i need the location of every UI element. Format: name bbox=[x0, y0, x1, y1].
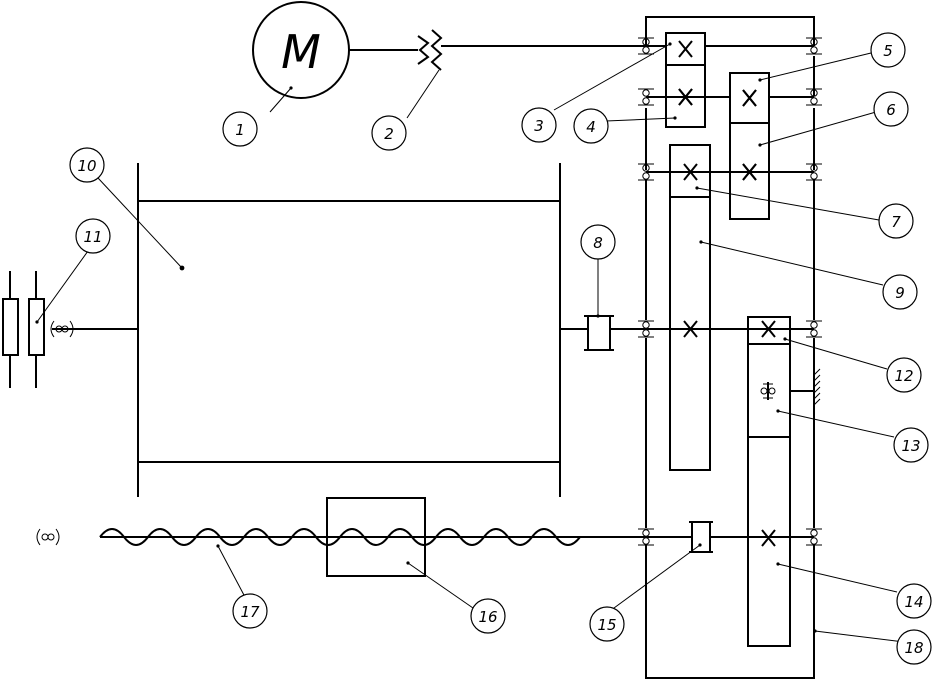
callout-17: 17 bbox=[232, 593, 268, 629]
callout-12: 12 bbox=[886, 357, 922, 393]
bearing-icon bbox=[806, 88, 822, 106]
callout-10: 10 bbox=[69, 147, 105, 183]
coupling-8 bbox=[584, 315, 614, 351]
svg-text:5: 5 bbox=[883, 42, 893, 60]
svg-text:11: 11 bbox=[83, 228, 102, 246]
svg-text:3: 3 bbox=[534, 117, 544, 135]
svg-text:4: 4 bbox=[586, 118, 596, 136]
callout-3: 3 bbox=[521, 107, 557, 143]
callouts: 1 2 3 4 5 6 7 8 9 10 11 12 13 14 15 16 1… bbox=[69, 32, 932, 665]
callout-18: 18 bbox=[896, 629, 932, 665]
svg-text:2: 2 bbox=[384, 125, 394, 143]
svg-text:8: 8 bbox=[593, 234, 603, 252]
bearing-icon bbox=[806, 37, 822, 55]
idler-support bbox=[760, 368, 821, 409]
svg-text:14: 14 bbox=[904, 593, 923, 611]
bearing-icon bbox=[638, 163, 654, 181]
svg-text:12: 12 bbox=[894, 367, 913, 385]
svg-text:13: 13 bbox=[901, 437, 920, 455]
svg-text:10: 10 bbox=[77, 157, 96, 175]
callout-5: 5 bbox=[870, 32, 906, 68]
electric-motor: M bbox=[252, 1, 350, 99]
svg-text:16: 16 bbox=[478, 608, 497, 626]
gear-9 bbox=[669, 196, 711, 471]
brake bbox=[2, 271, 45, 388]
bearing-icon bbox=[638, 88, 654, 106]
callout-11: 11 bbox=[75, 218, 111, 254]
bearing-icon bbox=[806, 528, 822, 546]
svg-text:7: 7 bbox=[891, 213, 901, 231]
svg-text:17: 17 bbox=[240, 603, 260, 621]
bearing-icon bbox=[638, 320, 654, 338]
callout-9: 9 bbox=[882, 274, 918, 310]
callout-13: 13 bbox=[893, 427, 929, 463]
callout-15: 15 bbox=[589, 606, 625, 642]
callout-7: 7 bbox=[878, 203, 914, 239]
svg-text:6: 6 bbox=[886, 101, 896, 119]
end-bearing-icon bbox=[36, 528, 60, 546]
nut-carriage bbox=[326, 497, 426, 577]
leader-lines bbox=[35, 42, 905, 643]
end-bearing-icon bbox=[50, 320, 74, 338]
callout-2: 2 bbox=[371, 115, 407, 151]
callout-1: 1 bbox=[222, 111, 258, 147]
motor-letter: M bbox=[281, 25, 321, 79]
lead-screw bbox=[99, 528, 581, 546]
svg-text:15: 15 bbox=[597, 616, 616, 634]
bearing-icon bbox=[638, 528, 654, 546]
callout-14: 14 bbox=[896, 583, 932, 619]
bearings bbox=[36, 37, 822, 546]
gearbox-housing bbox=[645, 16, 815, 679]
coupling-15 bbox=[689, 521, 713, 553]
drum bbox=[137, 163, 561, 497]
svg-text:1: 1 bbox=[235, 121, 245, 139]
svg-text:18: 18 bbox=[904, 639, 923, 657]
callout-4: 4 bbox=[573, 108, 609, 144]
svg-text:9: 9 bbox=[895, 284, 905, 302]
bearing-icon bbox=[638, 37, 654, 55]
bearing-icon bbox=[806, 163, 822, 181]
callout-6: 6 bbox=[873, 91, 909, 127]
elastic-coupling bbox=[417, 29, 443, 71]
callout-8: 8 bbox=[580, 224, 616, 260]
bearing-icon bbox=[806, 320, 822, 338]
gear-3 bbox=[665, 32, 706, 66]
gear-14 bbox=[747, 436, 791, 647]
callout-16: 16 bbox=[470, 598, 506, 634]
